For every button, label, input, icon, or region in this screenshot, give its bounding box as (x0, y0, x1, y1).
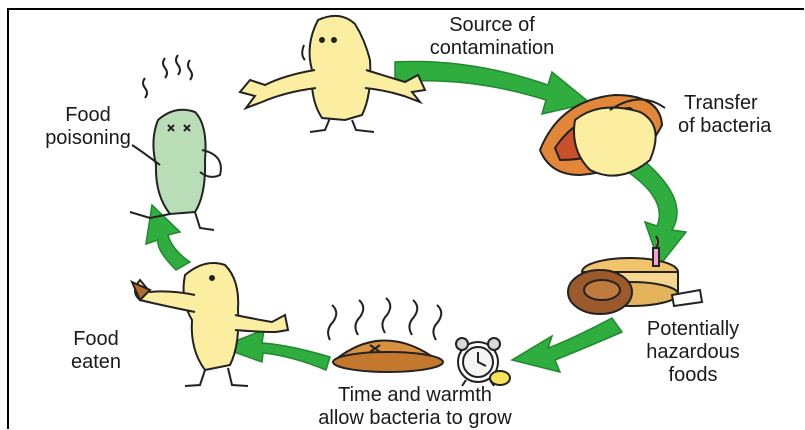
label-transfer: Transfer of bacteria (678, 92, 803, 138)
alarm-clock-icon (456, 338, 510, 386)
label-line: Food (56, 328, 136, 351)
label-line: allow bacteria to grow (250, 407, 580, 430)
label-food-poisoning: Food poisoning (28, 104, 148, 150)
label-line: foods (623, 364, 763, 387)
eating-person-icon (132, 263, 288, 386)
label-line: Time and warmth (250, 384, 580, 407)
label-line: contamination (392, 37, 592, 60)
label-source: Source of contamination (392, 14, 592, 60)
label-line: eaten (56, 351, 136, 374)
label-line: Source of (392, 14, 592, 37)
label-line: Potentially (623, 318, 763, 341)
label-line: poisoning (28, 127, 148, 150)
label-food-eaten: Food eaten (56, 328, 136, 374)
pie-icon (328, 298, 443, 372)
arrow-foods-to-time (512, 318, 622, 372)
label-line: Transfer (678, 92, 803, 115)
food-plate-icon (568, 236, 702, 314)
label-line: hazardous (623, 341, 763, 364)
label-line: of bacteria (678, 115, 803, 138)
label-hazardous-foods: Potentially hazardous foods (623, 318, 763, 387)
label-time-warmth: Time and warmth allow bacteria to grow (250, 384, 580, 430)
label-line: Food (28, 104, 148, 127)
